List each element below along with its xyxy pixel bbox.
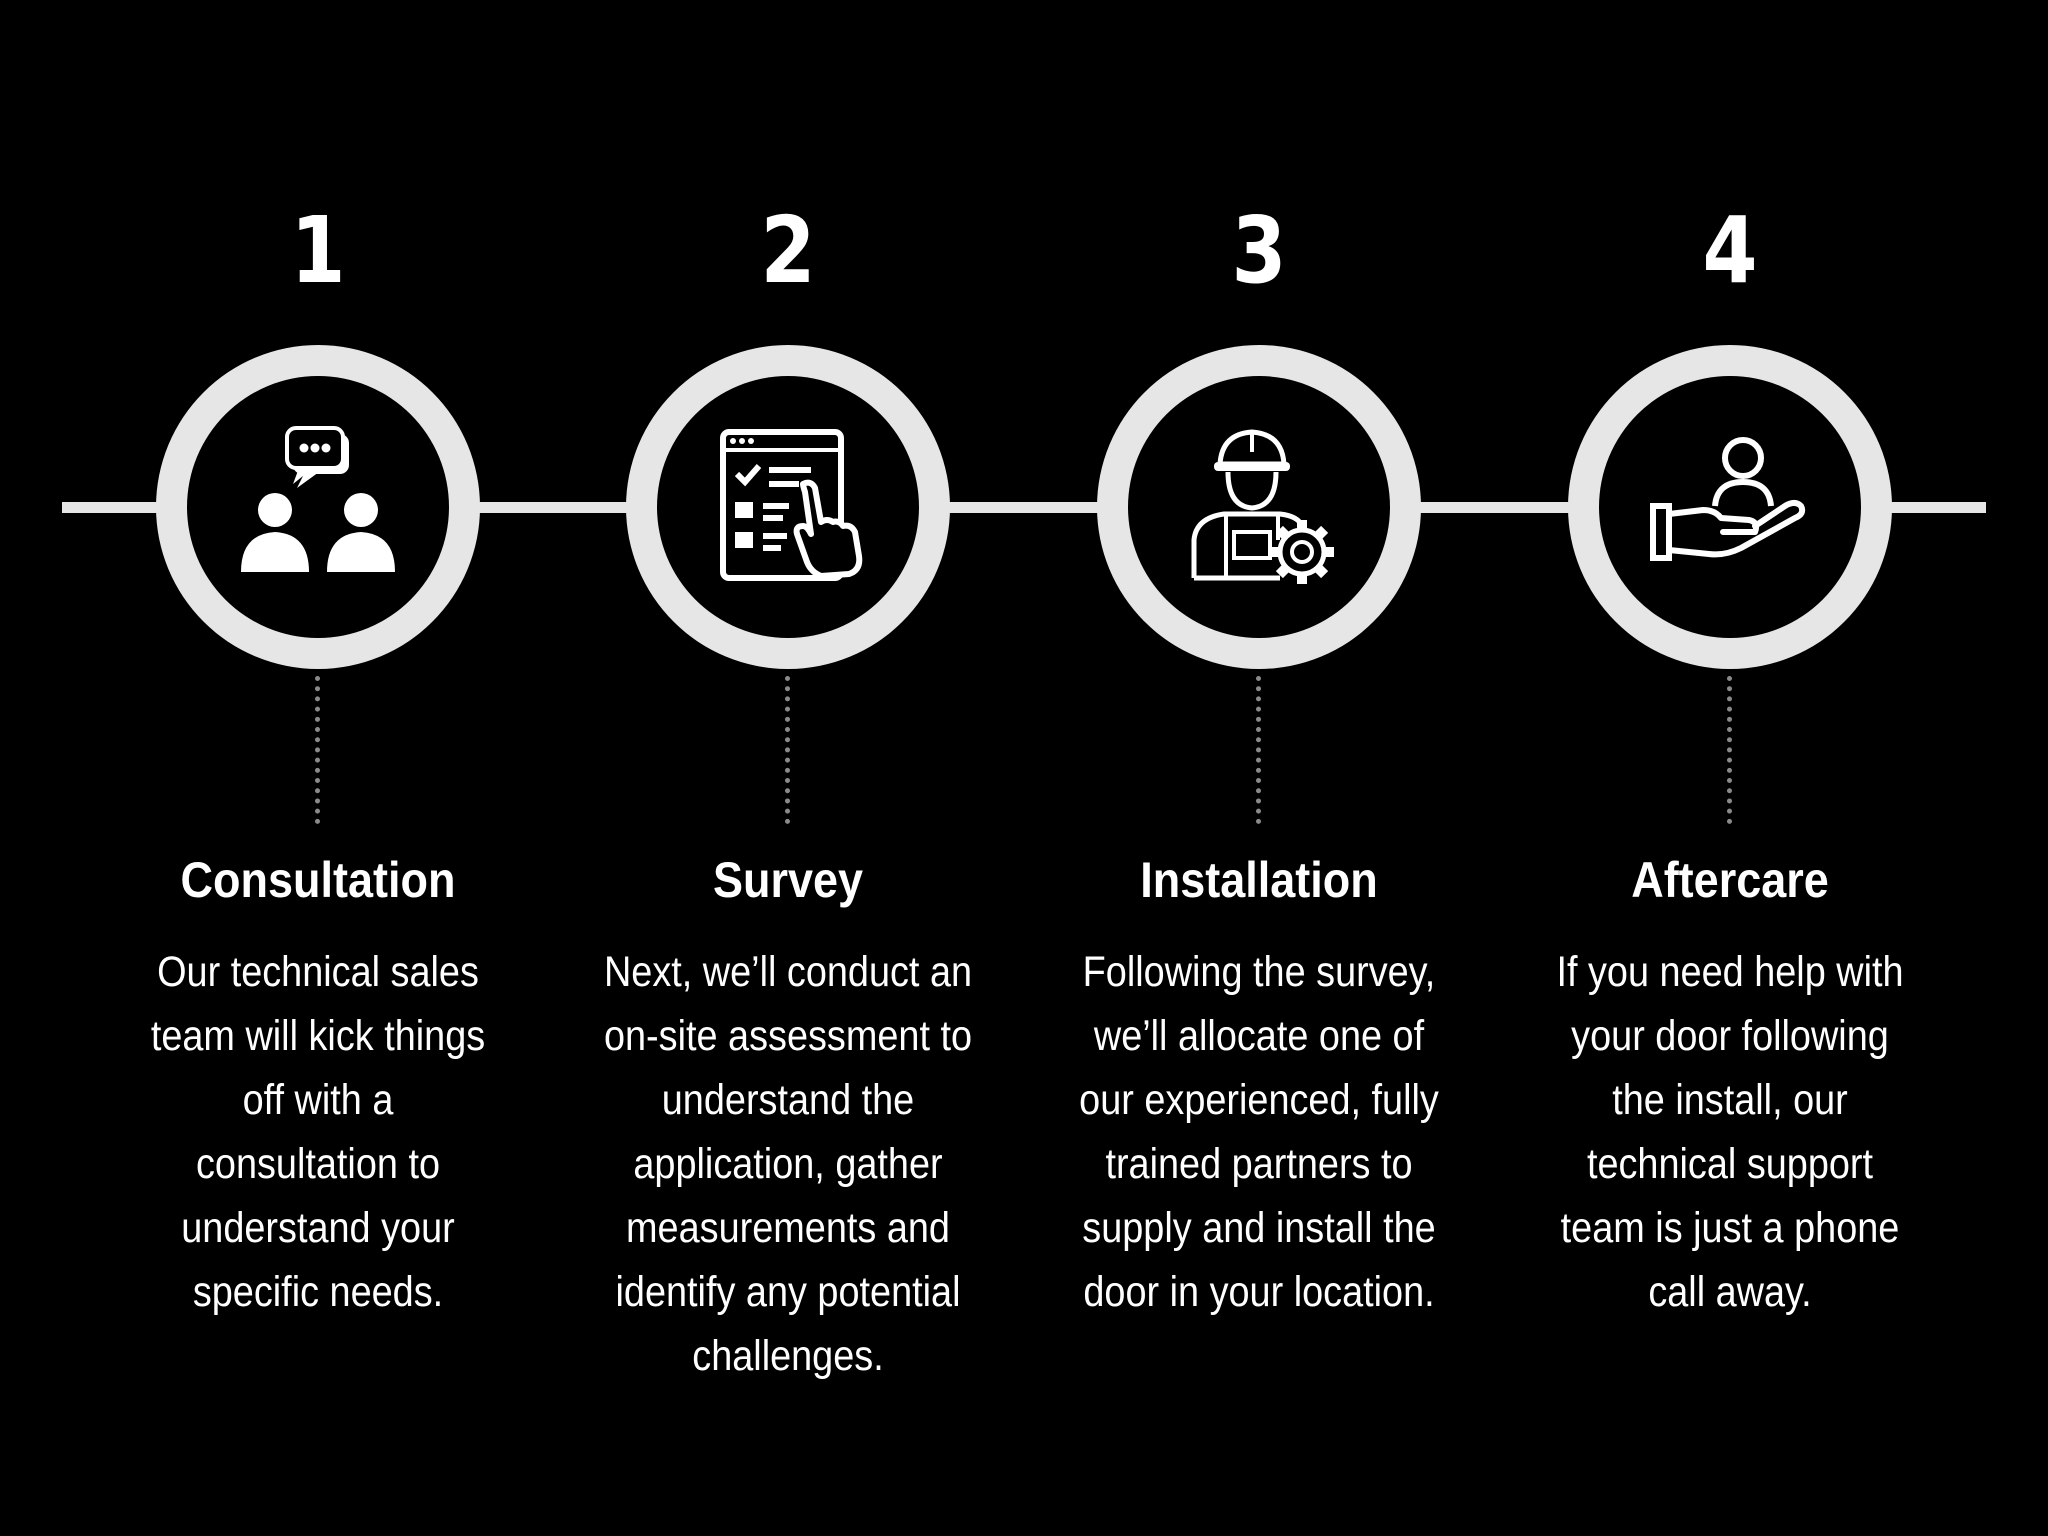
timeline-line <box>62 502 1986 513</box>
consultation-chat-icon <box>241 426 395 572</box>
installer-worker-gear-icon <box>1191 429 1334 584</box>
dotted-connector <box>1727 676 1732 824</box>
step-number: 2 <box>760 197 816 304</box>
step-number: 4 <box>1702 197 1758 304</box>
step-title: Installation <box>1140 852 1378 908</box>
step-icon-ring <box>626 345 950 669</box>
step-icon-ring <box>156 345 480 669</box>
dotted-connector <box>1256 676 1261 824</box>
step-4: 4 Aftercare If you need help with your d… <box>1500 0 1960 1536</box>
step-icon-ring <box>1568 345 1892 669</box>
step-description: If you need help with your door followin… <box>1556 948 1904 1316</box>
step-description: Next, we’ll conduct an on-site assessmen… <box>603 948 973 1380</box>
step-title: Consultation <box>180 852 456 908</box>
hand-person-support-icon <box>1650 437 1806 561</box>
step-number: 1 <box>290 197 346 304</box>
step-number: 3 <box>1231 197 1287 304</box>
step-3: 3 <box>1029 0 1489 1536</box>
dotted-connector <box>315 676 320 824</box>
step-1: 1 Consultation Our technical sal <box>88 0 548 1536</box>
step-icon-ring <box>1097 345 1421 669</box>
step-2: 2 <box>558 0 1018 1536</box>
dotted-connector <box>785 676 790 824</box>
step-title: Survey <box>712 852 864 908</box>
step-title: Aftercare <box>1631 852 1829 908</box>
step-description: Our technical sales team will kick thing… <box>150 948 486 1316</box>
survey-checklist-icon <box>720 429 863 581</box>
step-description: Following the survey, we’ll allocate one… <box>1079 948 1439 1316</box>
